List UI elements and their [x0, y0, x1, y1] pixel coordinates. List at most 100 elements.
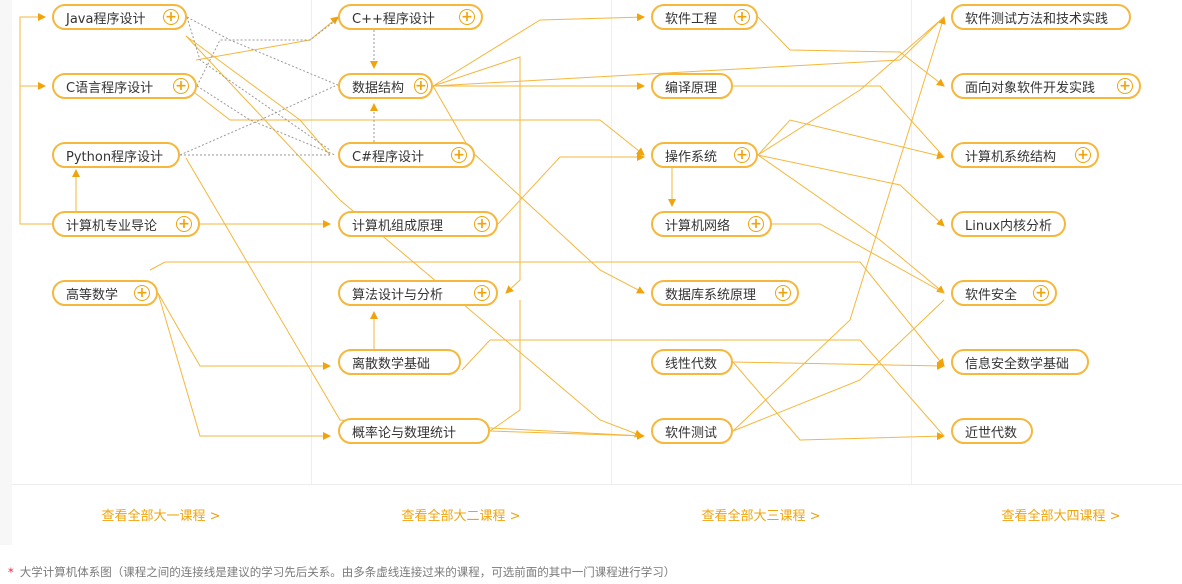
- course-node-oop[interactable]: 面向对象软件开发实践+: [951, 73, 1141, 99]
- course-node-swtestprac[interactable]: 软件测试方法和技术实践: [951, 4, 1131, 30]
- view-year3-link[interactable]: 查看全部大三课程 >: [701, 509, 821, 524]
- course-label: Java程序设计: [66, 11, 146, 27]
- course-node-arch[interactable]: 计算机系统结构 +: [951, 142, 1099, 168]
- course-node-ds[interactable]: 数据结构 +: [338, 73, 433, 99]
- edge-org-os: [497, 153, 645, 225]
- dash-java-ds: [186, 16, 341, 87]
- course-label: 近世代数: [965, 425, 1018, 441]
- course-label: 编译原理: [665, 80, 718, 96]
- edge-ds-se: [432, 13, 645, 87]
- edge-os-arch: [757, 119, 945, 160]
- dash-c-csharp: [196, 85, 336, 156]
- expand-plus-icon[interactable]: +: [1033, 285, 1049, 301]
- course-node-intro[interactable]: 计算机专业导论 +: [52, 211, 200, 237]
- course-label: 计算机组成原理: [352, 218, 444, 234]
- column-divider: [911, 0, 912, 545]
- course-node-python[interactable]: Python程序设计: [52, 142, 180, 168]
- course-node-os[interactable]: 操作系统 +: [651, 142, 758, 168]
- expand-plus-icon[interactable]: +: [414, 78, 428, 94]
- edge-os-sec: [757, 154, 945, 294]
- course-label: C语言程序设计: [66, 80, 154, 96]
- footer-band: [12, 484, 1182, 545]
- course-node-java[interactable]: Java程序设计 +: [52, 4, 187, 30]
- edge-compiler-arch: [733, 85, 945, 158]
- edge-c-cpp: [195, 16, 339, 61]
- course-label: 数据库系统原理: [665, 287, 757, 303]
- view-year1-link[interactable]: 查看全部大一课程 >: [101, 509, 221, 524]
- edge-java-swtest: [185, 35, 643, 438]
- course-node-cpp[interactable]: C++程序设计+: [338, 4, 483, 30]
- expand-plus-icon[interactable]: +: [474, 216, 490, 232]
- view-year4-link[interactable]: 查看全部大四课程 >: [1001, 509, 1121, 524]
- course-node-net[interactable]: 计算机网络 +: [651, 211, 772, 237]
- course-label: 线性代数: [665, 356, 718, 372]
- course-label: 数据结构: [352, 80, 405, 96]
- expand-plus-icon[interactable]: +: [1075, 147, 1091, 163]
- course-label: 计算机系统结构: [965, 149, 1057, 165]
- course-node-linalg[interactable]: 线性代数: [651, 349, 733, 375]
- course-node-discrete[interactable]: 离散数学基础: [338, 349, 461, 375]
- course-node-swtest[interactable]: 软件测试: [651, 418, 733, 444]
- edge-net-sec: [772, 223, 945, 294]
- footnote-star: *: [8, 565, 14, 579]
- course-label: Linux内核分析: [965, 218, 1053, 234]
- course-label: 高等数学: [66, 287, 119, 303]
- expand-plus-icon[interactable]: +: [134, 285, 150, 301]
- expand-plus-icon[interactable]: +: [163, 9, 179, 25]
- edge-swtest-swtestprac: [732, 16, 946, 432]
- expand-plus-icon[interactable]: +: [474, 285, 490, 301]
- edge-java-csharp: [185, 35, 331, 156]
- course-node-algebra[interactable]: 近世代数: [951, 418, 1033, 444]
- edge-ds-swtestprac: [432, 16, 945, 87]
- left-margin: [0, 0, 12, 545]
- edge-prob-algo: [489, 300, 521, 432]
- course-node-c[interactable]: C语言程序设计 +: [52, 73, 197, 99]
- course-node-algo[interactable]: 算法设计与分析 +: [338, 280, 498, 306]
- course-label: 计算机网络: [665, 218, 731, 234]
- course-label: 信息安全数学基础: [965, 356, 1070, 372]
- expand-plus-icon[interactable]: +: [734, 9, 750, 25]
- expand-plus-icon[interactable]: +: [748, 216, 764, 232]
- course-node-math[interactable]: 高等数学 +: [52, 280, 158, 306]
- view-year2-link[interactable]: 查看全部大二课程 >: [401, 509, 521, 524]
- course-label: 离散数学基础: [352, 356, 431, 372]
- course-node-secmath[interactable]: 信息安全数学基础: [951, 349, 1089, 375]
- course-node-prob[interactable]: 概率论与数理统计: [338, 418, 490, 444]
- dash-java-csharp: [186, 16, 331, 151]
- expand-plus-icon[interactable]: +: [451, 147, 467, 163]
- dash-python-ds: [179, 85, 336, 156]
- course-node-sec[interactable]: 软件安全+: [951, 280, 1057, 306]
- course-node-se[interactable]: 软件工程 +: [651, 4, 758, 30]
- edge-math-secmath: [149, 261, 945, 367]
- expand-plus-icon[interactable]: +: [459, 9, 475, 25]
- edge-os-swtestprac: [757, 16, 945, 156]
- expand-plus-icon[interactable]: +: [734, 147, 750, 163]
- course-node-org[interactable]: 计算机组成原理 +: [338, 211, 498, 237]
- edge-swtest-sec: [732, 299, 945, 432]
- edge-linalg-algebra: [732, 361, 945, 441]
- expand-plus-icon[interactable]: +: [176, 216, 192, 232]
- course-label: 计算机专业导论: [66, 218, 158, 234]
- expand-plus-icon[interactable]: +: [1117, 78, 1133, 94]
- edge-se-oop: [757, 16, 945, 87]
- edge-math-prob: [157, 292, 331, 440]
- course-label: 软件工程: [665, 11, 718, 27]
- edge-python-swtest: [185, 157, 643, 437]
- edge-c-os: [185, 85, 645, 156]
- edge-prob-swtest: [489, 430, 645, 440]
- expand-plus-icon[interactable]: +: [173, 78, 189, 94]
- course-node-linux[interactable]: Linux内核分析: [951, 211, 1066, 237]
- expand-plus-icon[interactable]: +: [775, 285, 791, 301]
- course-label: 概率论与数理统计: [352, 425, 457, 441]
- edge-linalg-secmath: [732, 361, 945, 370]
- course-node-compiler[interactable]: 编译原理: [651, 73, 733, 99]
- footnote-text: 大学计算机体系图（课程之间的连接线是建议的学习先后关系。由多条虚线连接过来的课程…: [19, 565, 676, 579]
- edge-intro-java: [19, 13, 52, 225]
- course-node-csharp[interactable]: C#程序设计+: [338, 142, 475, 168]
- course-label: 算法设计与分析: [352, 287, 444, 303]
- column-divider: [311, 0, 312, 545]
- course-node-db[interactable]: 数据库系统原理 +: [651, 280, 799, 306]
- dash-c-cpp: [196, 16, 341, 87]
- course-label: 操作系统: [665, 149, 718, 165]
